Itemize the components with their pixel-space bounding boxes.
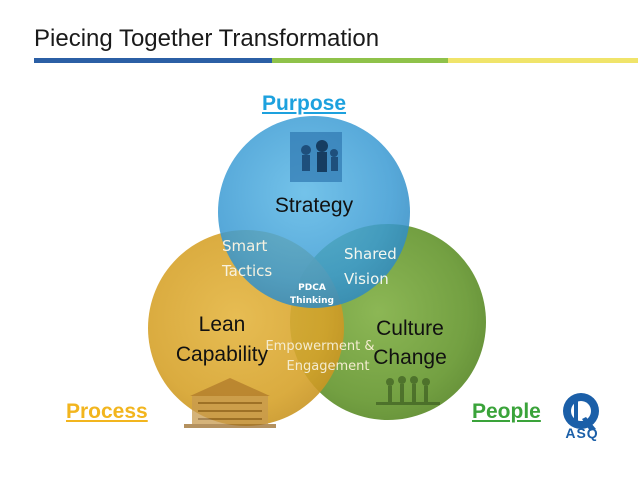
page-title: Piecing Together Transformation [34,25,380,52]
empowerment-line2: Engagement [287,359,370,374]
smart-tactics-line2: Tactics [221,262,272,280]
asq-logo-icon [563,393,599,431]
people-label: People [472,400,541,423]
title-underline-blue [34,58,272,63]
title-underline-green [272,58,448,63]
strategy-circle [218,116,410,308]
lean-label-line1: Lean [199,313,246,336]
pdca-line2: Thinking [290,296,334,306]
culture-label-line2: Change [373,346,447,369]
asq-logo-text: ASQ [565,425,599,441]
title-underline-yellow [448,58,638,63]
shared-vision-line1: Shared [344,245,397,263]
purpose-label: Purpose [262,92,347,115]
pdca-line1: PDCA [298,283,326,293]
smart-tactics-line1: Smart [222,237,267,255]
people-group-icon [376,376,440,405]
chess-pieces-icon [290,132,342,182]
shared-vision-line2: Vision [344,270,389,288]
strategy-label: Strategy [275,194,354,217]
lean-label-line2: Capability [176,343,269,366]
culture-label-line1: Culture [376,317,444,340]
process-label: Process [66,400,148,423]
empowerment-line1: Empowerment & [265,339,374,354]
building-icon [184,378,276,428]
